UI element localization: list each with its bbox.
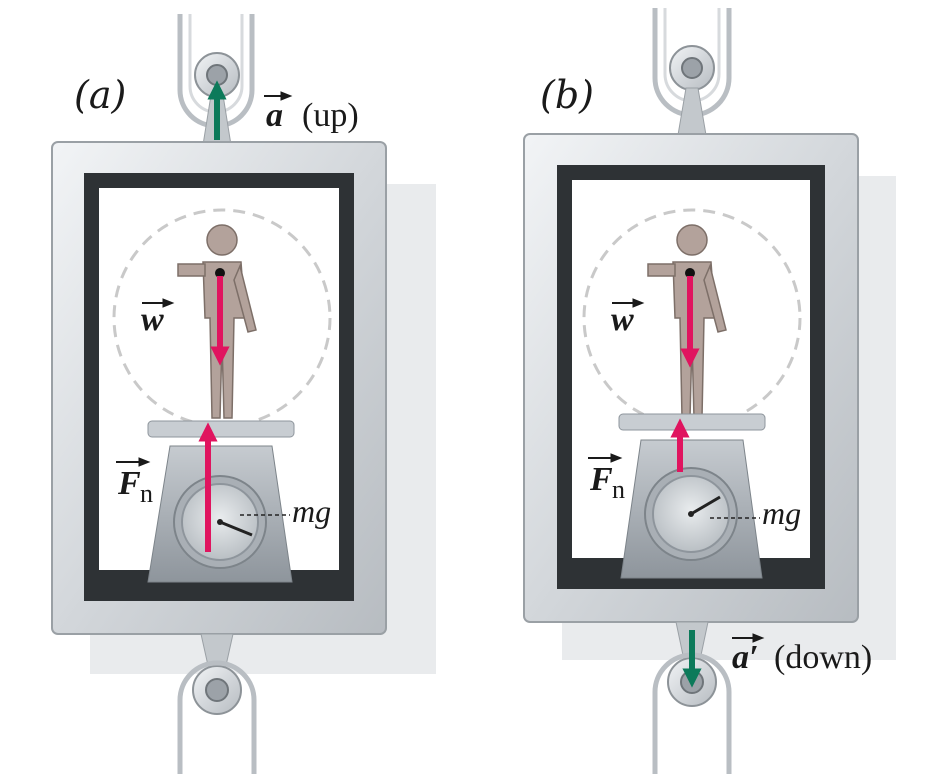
normal-force-label: F n	[116, 457, 153, 508]
weight-symbol: w	[611, 301, 634, 338]
center-of-mass-dot	[685, 268, 695, 278]
weight-label: w	[611, 298, 645, 338]
bathroom-scale	[147, 420, 295, 583]
panel-label: (b)	[540, 73, 594, 117]
panel-b: (b) w F n mg a′ (down)	[523, 8, 896, 774]
center-of-mass-dot	[215, 268, 225, 278]
bottom-cable	[177, 633, 257, 774]
normal-force-label: F n	[588, 453, 625, 504]
person-figure	[647, 224, 727, 419]
panel-a: (a) a (up) w F n mg	[51, 14, 436, 774]
normal-force-subscript: n	[612, 475, 625, 504]
scale-reading: mg	[292, 493, 331, 529]
acceleration-direction: (up)	[302, 97, 359, 134]
panel-label: (a)	[74, 73, 126, 117]
acceleration-symbol: a	[266, 97, 283, 134]
weight-symbol: w	[141, 301, 164, 338]
top-cable	[177, 14, 255, 146]
acceleration-direction: (down)	[774, 639, 872, 676]
acceleration-symbol: a′	[732, 639, 759, 676]
person-figure	[177, 224, 257, 419]
top-cable	[652, 8, 732, 136]
weight-label: w	[141, 298, 175, 338]
normal-force-symbol: F	[117, 465, 141, 502]
bathroom-scale	[618, 413, 766, 579]
scale-reading: mg	[762, 495, 801, 531]
normal-force-subscript: n	[140, 479, 153, 508]
acceleration-label: a (up)	[264, 91, 359, 134]
acceleration-label: a′ (down)	[732, 633, 872, 676]
normal-force-symbol: F	[589, 461, 613, 498]
